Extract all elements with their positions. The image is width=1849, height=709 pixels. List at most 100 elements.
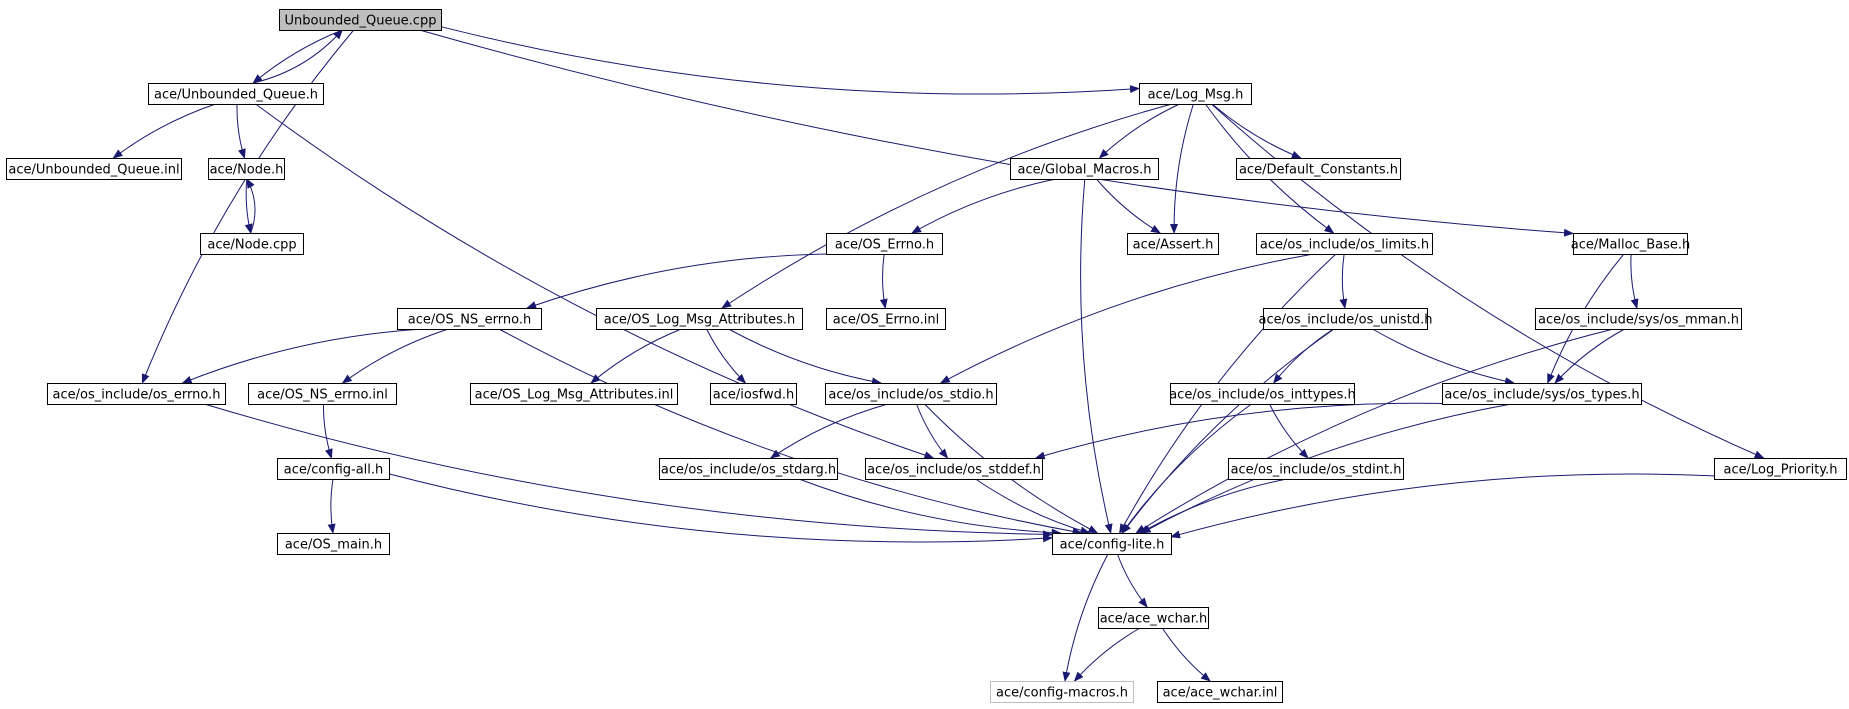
edge-n22-n27 <box>1269 403 1309 459</box>
node-box <box>1127 233 1219 255</box>
node-n18[interactable]: ace/OS_NS_errno.inl <box>248 383 397 405</box>
node-label: ace/OS_Errno.inl <box>833 313 939 328</box>
edge-n17-n30 <box>204 403 1053 539</box>
node-label: ace/Node.cpp <box>207 238 296 253</box>
node-box <box>470 383 678 405</box>
node-n19[interactable]: ace/OS_Log_Msg_Attributes.inl <box>470 383 678 405</box>
edge-n2-n7 <box>1211 103 1302 159</box>
node-n26[interactable]: ace/os_include/os_stddef.h <box>865 458 1043 480</box>
node-n6[interactable]: ace/Global_Macros.h <box>1010 158 1159 180</box>
node-n25[interactable]: ace/os_include/os_stdarg.h <box>659 458 838 480</box>
edge-n0-n1 <box>252 29 343 84</box>
node-n24[interactable]: ace/config-all.h <box>277 458 390 480</box>
node-n0[interactable]: Unbounded_Queue.cpp <box>279 9 442 31</box>
edge-n12-n18 <box>341 328 449 384</box>
edge-n2-n13 <box>721 103 1173 309</box>
node-n2[interactable]: ace/Log_Msg.h <box>1139 83 1252 105</box>
edge-n1-n0 <box>253 29 343 84</box>
node-n7[interactable]: ace/Default_Constants.h <box>1236 158 1401 180</box>
node-n15[interactable]: ace/os_include/os_unistd.h <box>1258 308 1433 330</box>
node-label: ace/OS_NS_errno.inl <box>257 388 388 403</box>
node-box <box>1170 383 1355 405</box>
node-label: ace/Unbounded_Queue.h <box>154 88 318 103</box>
node-label: ace/Global_Macros.h <box>1018 163 1152 178</box>
edge-n15-n30 <box>1121 328 1335 534</box>
node-n32[interactable]: ace/config-macros.h <box>990 681 1134 703</box>
edge-n10-n21 <box>939 253 1314 384</box>
edge-n1-n3 <box>112 103 216 159</box>
node-n22[interactable]: ace/os_include/os_inttypes.h <box>1169 383 1356 405</box>
edge-n31-n32 <box>1073 627 1141 682</box>
node-n10[interactable]: ace/os_include/os_limits.h <box>1256 233 1433 255</box>
node-label: ace/os_include/os_stdio.h <box>828 388 993 403</box>
edge-n11-n16 <box>1630 253 1639 309</box>
node-n12[interactable]: ace/OS_NS_errno.h <box>397 308 542 330</box>
node-n11[interactable]: ace/Malloc_Base.h <box>1571 233 1691 255</box>
node-label: ace/os_include/sys/os_types.h <box>1444 388 1639 403</box>
edge-n8-n14 <box>879 253 888 309</box>
node-n8[interactable]: ace/OS_Errno.h <box>826 233 943 255</box>
edge-n4-n5 <box>244 178 253 234</box>
edge-n6-n8 <box>911 178 1057 234</box>
node-n16[interactable]: ace/os_include/sys/os_mman.h <box>1535 308 1742 330</box>
node-label: ace/OS_NS_errno.h <box>408 313 532 328</box>
edge-n0-n11 <box>419 29 1574 237</box>
edge-n6-n9 <box>1096 178 1161 234</box>
node-label: ace/os_include/os_limits.h <box>1260 238 1429 253</box>
node-label: ace/Log_Priority.h <box>1724 463 1838 478</box>
node-n3[interactable]: ace/Unbounded_Queue.inl <box>6 158 182 180</box>
node-label: ace/config-lite.h <box>1060 538 1165 553</box>
edge-n28-n30 <box>1170 473 1715 539</box>
edge-n24-n30 <box>388 473 1053 543</box>
node-label: ace/os_include/os_stdint.h <box>1231 463 1402 478</box>
node-box <box>1228 458 1404 480</box>
node-box <box>1573 233 1688 255</box>
edge-n26-n30 <box>975 478 1091 535</box>
node-n5[interactable]: ace/Node.cpp <box>200 233 304 255</box>
edge-n12-n17 <box>181 328 423 384</box>
node-n29[interactable]: ace/OS_main.h <box>277 533 390 555</box>
node-label: ace/os_include/os_unistd.h <box>1258 313 1432 328</box>
node-n23[interactable]: ace/os_include/sys/os_types.h <box>1442 383 1642 405</box>
node-n13[interactable]: ace/OS_Log_Msg_Attributes.h <box>596 308 803 330</box>
node-n33[interactable]: ace/ace_wchar.inl <box>1157 681 1283 703</box>
node-box <box>1157 681 1283 703</box>
node-box <box>1010 158 1159 180</box>
node-n28[interactable]: ace/Log_Priority.h <box>1714 458 1847 480</box>
edge-n25-n30 <box>798 478 1062 537</box>
node-label: ace/ace_wchar.inl <box>1163 686 1278 701</box>
edge-n10-n15 <box>1339 253 1348 309</box>
node-n27[interactable]: ace/os_include/os_stdint.h <box>1228 458 1404 480</box>
node-box <box>47 383 226 405</box>
edge-n13-n19 <box>590 328 682 384</box>
node-box <box>277 533 390 555</box>
node-box <box>1535 308 1742 330</box>
edge-n16-n30 <box>1135 328 1614 534</box>
node-n17[interactable]: ace/os_include/os_errno.h <box>47 383 226 405</box>
edge-n15-n23 <box>1372 328 1515 386</box>
node-n30[interactable]: ace/config-lite.h <box>1052 533 1172 555</box>
nodes-layer: Unbounded_Queue.cpp ace/Unbounded_Queue.h… <box>6 9 1847 703</box>
edge-n23-n26 <box>1034 402 1460 460</box>
edge-n31-n33 <box>1161 627 1211 682</box>
node-box <box>1098 607 1209 629</box>
node-n9[interactable]: ace/Assert.h <box>1127 233 1219 255</box>
node-n21[interactable]: ace/os_include/os_stdio.h <box>825 383 997 405</box>
node-label: ace/OS_Log_Msg_Attributes.h <box>604 313 795 328</box>
node-n4[interactable]: ace/Node.h <box>208 158 285 180</box>
node-n14[interactable]: ace/OS_Errno.inl <box>826 308 946 330</box>
node-n31[interactable]: ace/ace_wchar.h <box>1098 607 1209 629</box>
edge-n13-n21 <box>728 328 882 386</box>
edge-n1-n4 <box>236 103 246 159</box>
node-n1[interactable]: ace/Unbounded_Queue.h <box>148 83 324 105</box>
edge-n15-n22 <box>1272 328 1334 384</box>
node-box <box>200 233 304 255</box>
node-box <box>1714 458 1847 480</box>
edge-n24-n29 <box>327 478 336 534</box>
edge-n12-n30 <box>498 328 1083 536</box>
edge-n21-n25 <box>769 403 888 459</box>
node-n20[interactable]: ace/iosfwd.h <box>710 383 797 405</box>
node-box <box>710 383 797 405</box>
node-box <box>279 9 442 31</box>
edge-n16-n23 <box>1554 328 1625 384</box>
